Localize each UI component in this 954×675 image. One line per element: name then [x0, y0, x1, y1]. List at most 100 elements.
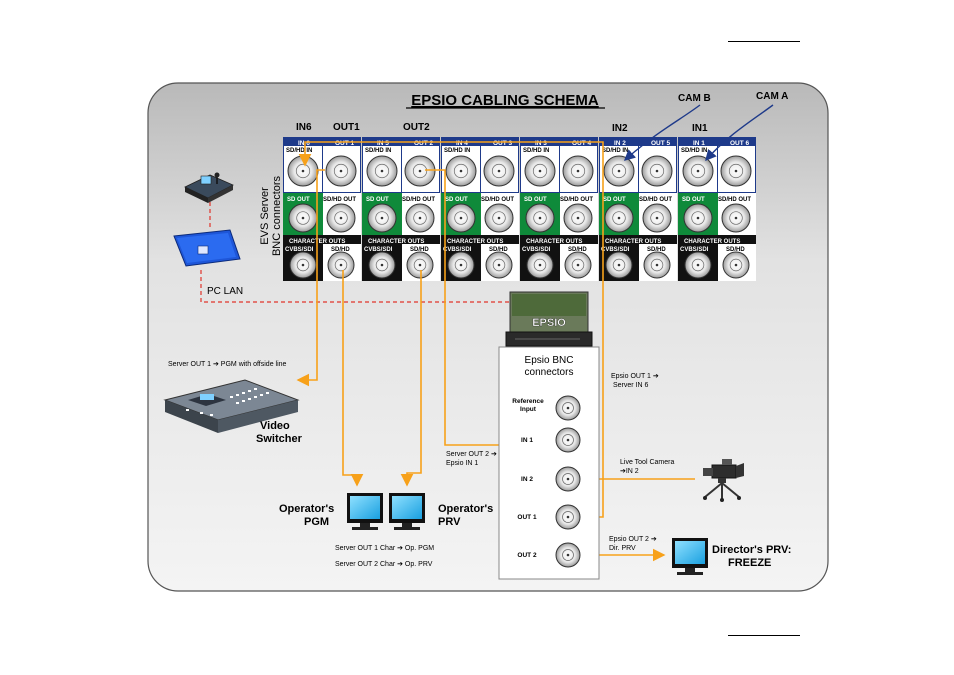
- bnc-in-pin: [380, 169, 384, 173]
- note-live-tool-1: Live Tool Camera: [620, 459, 674, 466]
- bnc-sdhd-out-pin: [734, 216, 738, 220]
- video-switcher-icon: [163, 379, 300, 433]
- epsio-port-label: IN 1: [521, 437, 533, 444]
- cvbs-sdi-label: CVBS/SDI: [443, 247, 472, 253]
- dir-prv-label-2: FREEZE: [728, 557, 771, 569]
- note-server-out1-pgm: Server OUT 1 ➔ PGM with offside line: [168, 361, 287, 368]
- bnc-in-pin: [617, 169, 621, 173]
- char-outs-label: CHARACTER OUTS: [447, 239, 503, 245]
- out1-label: OUT1: [333, 122, 360, 133]
- cam-a-label: CAM A: [756, 91, 788, 102]
- bnc-sd-out-pin: [538, 216, 542, 220]
- bnc-cvbs-pin: [459, 263, 463, 267]
- bnc-out-pin: [734, 169, 738, 173]
- channel-in-label: IN 1: [693, 140, 705, 147]
- bnc-out-pin: [418, 169, 422, 173]
- epsio-bnc-box: [498, 346, 600, 580]
- remote-controller-icon: [184, 172, 234, 203]
- char-sdhd-label: SD/HD: [331, 247, 350, 253]
- char-outs-label: CHARACTER OUTS: [684, 239, 740, 245]
- cvbs-sdi-label: CVBS/SDI: [285, 247, 314, 253]
- bnc-in-ring: [453, 163, 469, 179]
- note-out2-char: Server OUT 2 Char ➔ Op. PRV: [335, 561, 433, 568]
- cvbs-sdi-label: CVBS/SDI: [680, 247, 709, 253]
- bnc-out-pin: [655, 169, 659, 173]
- in2-label: IN2: [612, 123, 628, 134]
- bnc-sdhd-out-ring: [413, 211, 427, 225]
- bnc-sdhd-out-pin: [418, 216, 422, 220]
- bnc-sdhd-out-ring: [729, 211, 743, 225]
- op-pgm-label-2: PGM: [304, 516, 329, 528]
- bnc-sd-out-ring: [375, 211, 389, 225]
- bnc-in-pin: [459, 169, 463, 173]
- char-outs-label: CHARACTER OUTS: [368, 239, 424, 245]
- cam-b-cable: [623, 104, 701, 161]
- note-epsio-out1-1: Epsio OUT 1 ➔: [611, 373, 659, 380]
- bnc-sd-out-pin: [459, 216, 463, 220]
- bnc-sd-out-ring: [454, 211, 468, 225]
- pc-lan-label: PC LAN: [207, 286, 243, 297]
- epsio-bnc-connector: [566, 477, 570, 481]
- bnc-cvbs-ring: [454, 258, 468, 272]
- epsio-bnc-connector: [562, 473, 574, 485]
- bnc-char-sdhd-pin: [418, 263, 422, 267]
- bnc-cvbs-pin: [617, 263, 621, 267]
- sd-out-label: SD OUT: [287, 197, 310, 203]
- footer-rule: [728, 635, 800, 636]
- char-sdhd-label: SD/HD: [410, 247, 429, 253]
- bnc-in-ring: [374, 163, 390, 179]
- sdhd-out-label: SD/HD OUT: [481, 197, 514, 203]
- header-rule: [728, 41, 800, 42]
- bnc-cvbs-pin: [301, 263, 305, 267]
- note-server-out2-2: Epsio IN 1: [446, 460, 478, 467]
- sd-out-label: SD OUT: [682, 197, 705, 203]
- bnc-sdhd-out-pin: [339, 216, 343, 220]
- epsio-port-label: IN 2: [521, 476, 533, 483]
- epsio-bnc-connector: [566, 515, 570, 519]
- char-sdhd-label: SD/HD: [726, 247, 745, 253]
- sdhd-in-label: SD/HD IN: [444, 148, 470, 154]
- channel-out-label: OUT 4: [572, 140, 592, 147]
- evs-label-line1: EVS Server: [259, 187, 271, 245]
- sdhd-in-label: SD/HD IN: [365, 148, 391, 154]
- out2-label: OUT2: [403, 122, 430, 133]
- bnc-sd-out-ring: [296, 211, 310, 225]
- channel-out-label: OUT 2: [414, 140, 434, 147]
- sdhd-out-label: SD/HD OUT: [560, 197, 593, 203]
- video-switcher-label-1: Video: [260, 420, 290, 432]
- char-outs-label: CHARACTER OUTS: [526, 239, 582, 245]
- bnc-in-ring: [690, 163, 706, 179]
- bnc-out-ring: [491, 163, 507, 179]
- epsio-bnc-title-2: connectors: [525, 367, 574, 378]
- epsio-bnc-connector: [566, 438, 570, 442]
- bnc-out-ring: [649, 163, 665, 179]
- note-live-tool-2: ➔IN 2: [620, 468, 639, 475]
- evs-server-icon: [173, 229, 241, 267]
- bnc-sdhd-out-ring: [334, 211, 348, 225]
- bnc-char-sdhd-ring: [334, 258, 348, 272]
- epsio-bnc-title-1: Epsio BNC: [525, 355, 574, 366]
- bnc-char-sdhd-pin: [576, 263, 580, 267]
- bnc-cvbs-ring: [296, 258, 310, 272]
- bnc-in-pin: [696, 169, 700, 173]
- bnc-sdhd-out-pin: [655, 216, 659, 220]
- channel-out-label: OUT 1: [335, 140, 355, 147]
- in6-label: IN6: [296, 122, 312, 133]
- bnc-sdhd-out-ring: [650, 211, 664, 225]
- channel-in-label: IN 2: [614, 140, 626, 147]
- channel-out-label: OUT 3: [493, 140, 513, 147]
- channel-in-label: IN 5: [377, 140, 389, 147]
- sdhd-in-label: SD/HD IN: [523, 148, 549, 154]
- bnc-in-pin: [301, 169, 305, 173]
- sd-out-label: SD OUT: [603, 197, 626, 203]
- note-out1-char: Server OUT 1 Char ➔ Op. PGM: [335, 545, 434, 552]
- bnc-out-ring: [333, 163, 349, 179]
- epsio-port-label: OUT 1: [517, 514, 537, 521]
- epsio-bnc-connector: [562, 434, 574, 446]
- sdhd-in-label: SD/HD IN: [286, 148, 312, 154]
- bnc-cvbs-pin: [380, 263, 384, 267]
- bnc-sdhd-out-ring: [492, 211, 506, 225]
- sd-out-label: SD OUT: [524, 197, 547, 203]
